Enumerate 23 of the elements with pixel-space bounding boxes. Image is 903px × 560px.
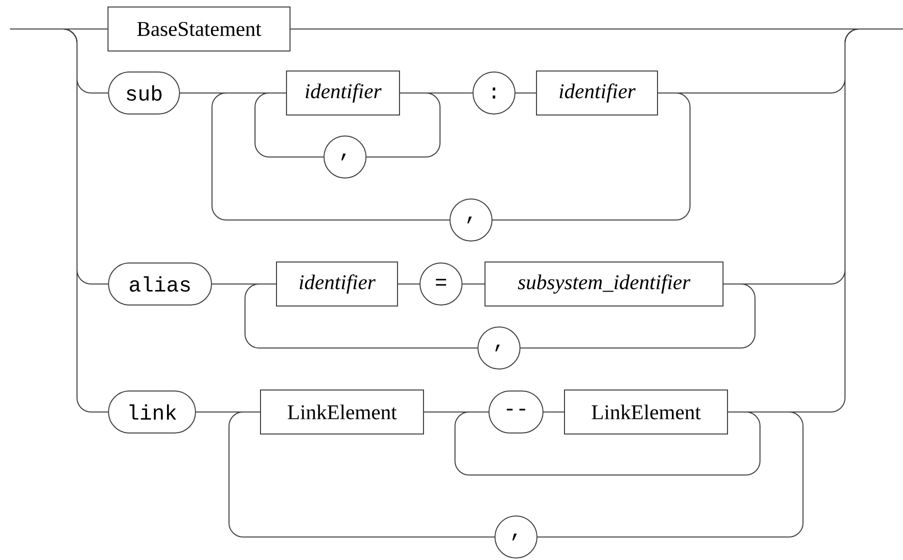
nonterminal-box: LinkElement [260, 390, 424, 434]
track-line [728, 28, 903, 412]
nonterminal-box: identifier [276, 262, 398, 306]
track-line [244, 284, 478, 348]
track-line [366, 92, 440, 158]
nonterminal-box: BaseStatement [108, 6, 290, 52]
terminal-box: link [108, 390, 196, 434]
nonterminal-box: identifier [286, 70, 400, 116]
track-line [515, 92, 536, 94]
terminal-box: sub [108, 72, 180, 114]
nonterminal-box: subsystem_identifier [484, 262, 724, 306]
track-line [492, 92, 690, 220]
track-line [254, 92, 324, 158]
nonterminal-box: LinkElement [564, 390, 728, 434]
nonterminal-box: identifier [536, 70, 658, 116]
track-line [520, 284, 756, 348]
track-line [454, 412, 760, 476]
track-line [537, 412, 804, 538]
track-line [10, 28, 108, 412]
track-line [212, 92, 450, 220]
terminal-box: alias [108, 262, 212, 306]
terminal-box: -- [488, 390, 544, 434]
track-line [228, 412, 495, 538]
